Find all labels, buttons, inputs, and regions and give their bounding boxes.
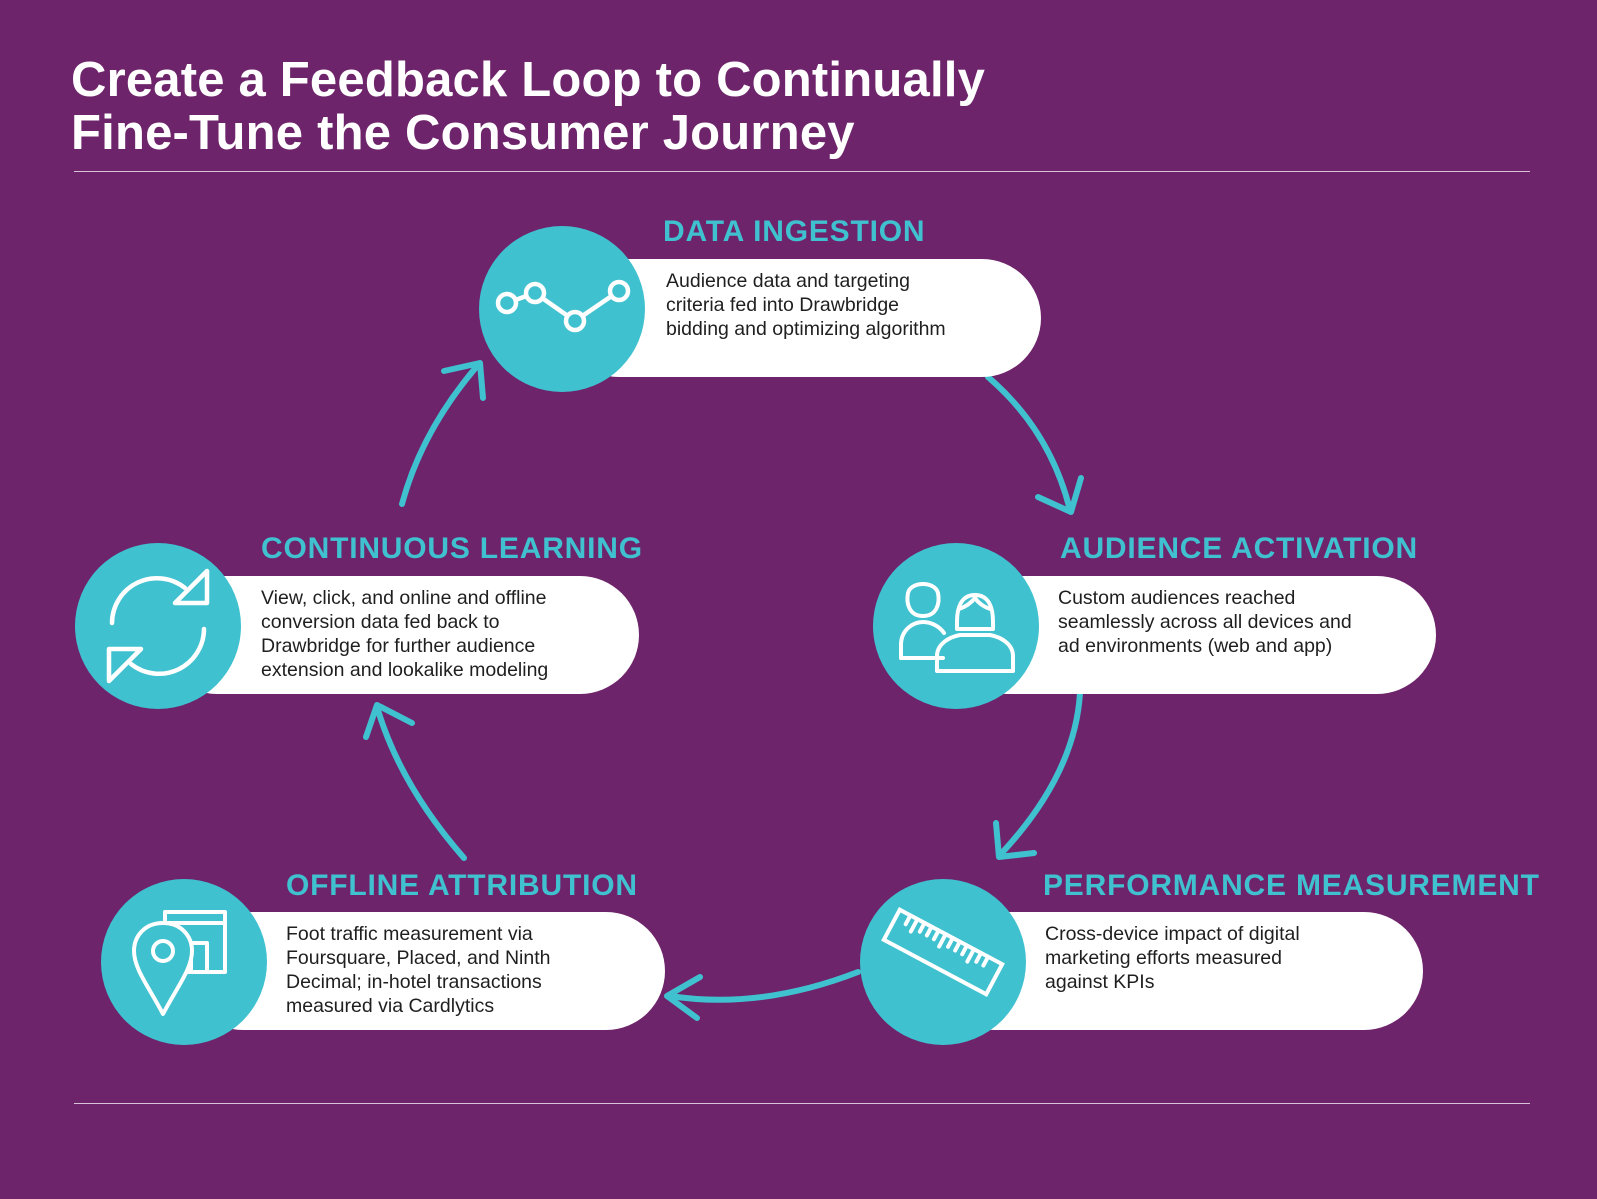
description-line: seamlessly across all devices and	[1058, 611, 1352, 633]
arrow-ingestion-to-activation	[985, 374, 1073, 513]
people-icon	[899, 582, 1015, 673]
description-line: View, click, and online and offline	[261, 587, 547, 609]
description-line: marketing efforts measured	[1045, 947, 1282, 969]
arrow-learning-to-ingestion	[399, 362, 481, 507]
arrow-measurement-to-attribution	[667, 969, 861, 1003]
step-circle-performance-measurement	[860, 879, 1026, 1045]
page-title: Create a Feedback Loop to Continually Fi…	[71, 54, 985, 160]
step-circle-data-ingestion	[479, 226, 645, 392]
arrow-attribution-to-learning-head	[363, 702, 415, 740]
description-line: Foursquare, Placed, and Ninth	[286, 947, 551, 969]
arrow-activation-to-measurement-head	[993, 820, 1037, 860]
step-heading-performance-measurement: PERFORMANCE MEASUREMENT	[1043, 869, 1540, 902]
description-line: measured via Cardlytics	[286, 995, 495, 1017]
step-heading-continuous-learning: CONTINUOUS LEARNING	[261, 532, 643, 565]
step-description-offline-attribution: Foot traffic measurement via Foursquare,…	[286, 922, 551, 1018]
bottom-divider	[74, 1103, 1530, 1104]
step-circle-audience-activation	[873, 543, 1039, 709]
arrow-activation-to-measurement	[997, 690, 1083, 858]
ruler-icon	[881, 907, 1005, 997]
step-heading-offline-attribution: OFFLINE ATTRIBUTION	[286, 869, 638, 902]
description-line: Decimal; in-hotel transactions	[286, 971, 542, 993]
refresh-cycle-icon	[106, 568, 210, 684]
step-heading-data-ingestion: DATA INGESTION	[663, 215, 926, 248]
description-line: bidding and optimizing algorithm	[666, 318, 946, 340]
arrow-attribution-to-learning	[374, 704, 467, 861]
description-line: Cross-device impact of digital	[1045, 923, 1300, 945]
arrow-ingestion-to-activation-head	[1035, 475, 1084, 515]
step-description-continuous-learning: View, click, and online and offline conv…	[261, 586, 548, 682]
page-title-line-1: Create a Feedback Loop to Continually	[71, 53, 986, 107]
description-line: Audience data and targeting	[666, 270, 910, 292]
description-line: Custom audiences reached	[1058, 587, 1296, 609]
arrow-learning-to-ingestion-head	[441, 360, 486, 401]
step-description-data-ingestion: Audience data and targeting criteria fed…	[666, 269, 946, 341]
step-heading-audience-activation: AUDIENCE ACTIVATION	[1060, 532, 1418, 565]
line-graph-icon	[495, 279, 631, 333]
step-circle-continuous-learning	[75, 543, 241, 709]
description-line: criteria fed into Drawbridge	[666, 294, 900, 316]
description-line: extension and lookalike modeling	[261, 659, 549, 681]
description-line: Foot traffic measurement via	[286, 923, 533, 945]
description-line: conversion data fed back to	[261, 611, 500, 633]
location-store-icon	[132, 910, 227, 1016]
step-description-audience-activation: Custom audiences reached seamlessly acro…	[1058, 586, 1352, 658]
step-description-performance-measurement: Cross-device impact of digital marketing…	[1045, 922, 1300, 994]
description-line: against KPIs	[1045, 971, 1155, 993]
page-title-line-2: Fine-Tune the Consumer Journey	[71, 106, 855, 160]
description-line: ad environments (web and app)	[1058, 635, 1333, 657]
arrow-measurement-to-attribution-head	[664, 974, 703, 1021]
step-circle-offline-attribution	[101, 879, 267, 1045]
top-divider	[74, 171, 1530, 172]
description-line: Drawbridge for further audience	[261, 635, 536, 657]
